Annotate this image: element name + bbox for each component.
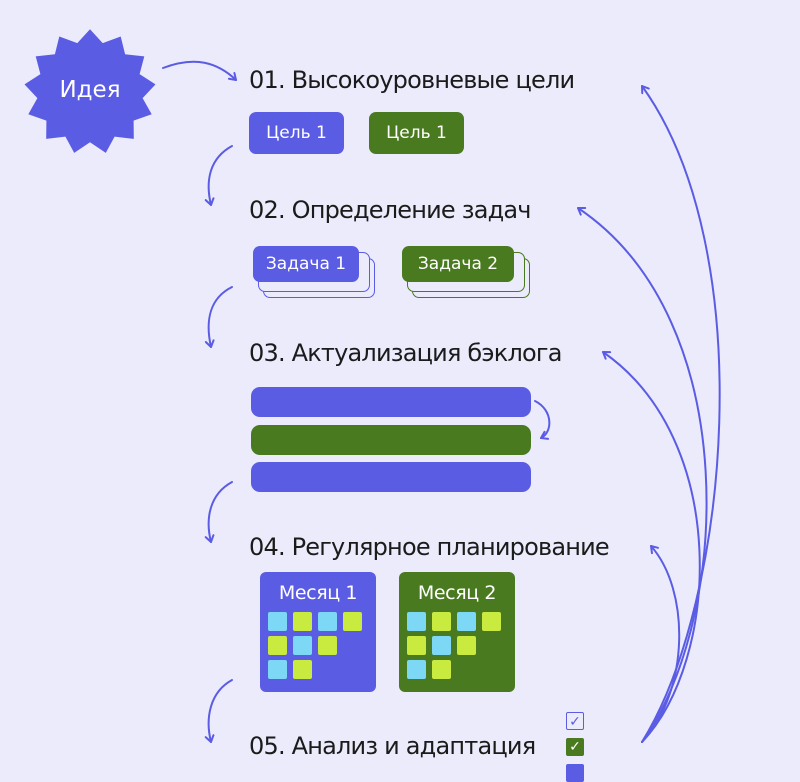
month-label-2: Месяц 2 bbox=[417, 582, 497, 604]
month-card-2: Месяц 2 bbox=[399, 572, 515, 692]
goal-tag-blue: Цель 1 bbox=[249, 112, 344, 154]
step-02-title: 02. Определение задач bbox=[249, 196, 531, 224]
calendar-cell bbox=[268, 612, 287, 631]
step-04-title: 04. Регулярное планирование bbox=[249, 533, 610, 561]
arrow-goals-to-tasks bbox=[204, 145, 233, 206]
calendar-cell bbox=[293, 660, 312, 679]
goal-tag-green: Цель 1 bbox=[369, 112, 464, 154]
backlog-bar-2 bbox=[251, 425, 531, 455]
idea-label: Идея bbox=[59, 77, 121, 103]
calendar-cell bbox=[318, 636, 337, 655]
step-05-title: 05. Анализ и адаптация bbox=[249, 732, 536, 760]
month-card-1: Месяц 1 bbox=[260, 572, 376, 692]
arrow-feedback-to-backlog bbox=[602, 351, 701, 743]
calendar-cell bbox=[432, 636, 451, 655]
calendar-cell bbox=[432, 660, 451, 679]
task-card-stack-green: Задача 2 bbox=[402, 246, 532, 300]
calendar-cell bbox=[268, 636, 287, 655]
arrow-idea-to-goals bbox=[162, 60, 237, 81]
calendar-cell bbox=[482, 612, 501, 631]
starburst-shape bbox=[24, 29, 156, 153]
arrow-feedback-to-planning bbox=[641, 545, 681, 743]
calendar-cell bbox=[343, 612, 362, 631]
step-03-title: 03. Актуализация бэклога bbox=[249, 339, 562, 367]
task-card-green: Задача 2 bbox=[402, 246, 514, 282]
month-label-1: Месяц 1 bbox=[278, 582, 358, 604]
arrow-planning-to-analysis bbox=[204, 679, 233, 743]
backlog-bar-1 bbox=[251, 387, 531, 417]
calendar-cell bbox=[432, 612, 451, 631]
arrow-backlog-reorder bbox=[534, 400, 551, 440]
checkbox-checked-icon: ✓ bbox=[566, 712, 584, 730]
task-card-blue: Задача 1 bbox=[253, 246, 359, 282]
calendar-cell bbox=[407, 612, 426, 631]
backlog-bar-3 bbox=[251, 462, 531, 492]
calendar-cell bbox=[318, 612, 337, 631]
calendar-cell bbox=[457, 636, 476, 655]
calendar-cell bbox=[293, 612, 312, 631]
calendar-cell bbox=[457, 612, 476, 631]
arrow-tasks-to-backlog bbox=[204, 286, 233, 348]
checkbox-icon bbox=[566, 764, 584, 782]
task-card-stack-blue: Задача 1 bbox=[253, 246, 377, 300]
calendar-cell bbox=[293, 636, 312, 655]
calendar-cell bbox=[407, 660, 426, 679]
step-01-title: 01. Высокоуровневые цели bbox=[249, 66, 575, 94]
arrow-feedback-to-goals bbox=[641, 85, 721, 743]
calendar-cell bbox=[268, 660, 287, 679]
idea-badge: Идея bbox=[22, 28, 158, 156]
arrow-backlog-to-planning bbox=[204, 481, 233, 543]
checkbox-checked-icon: ✓ bbox=[566, 738, 584, 756]
calendar-cell bbox=[407, 636, 426, 655]
